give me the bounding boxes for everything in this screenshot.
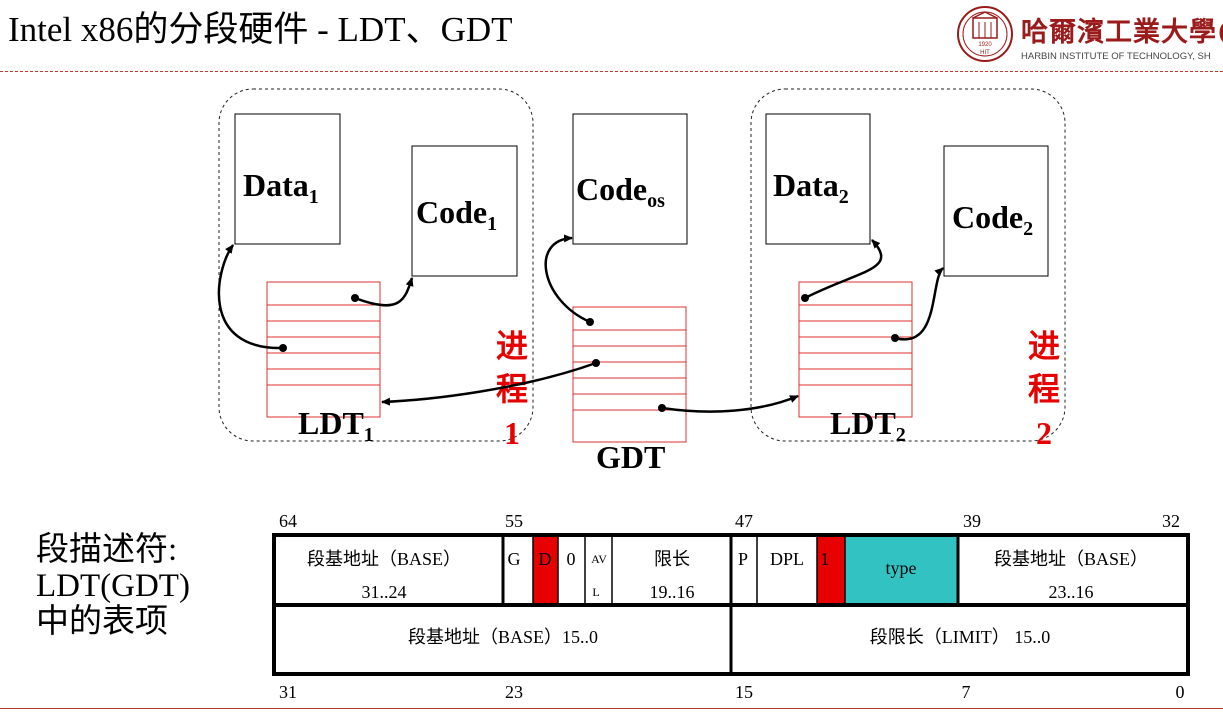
avl-line2: L bbox=[592, 585, 599, 599]
g-cell: G bbox=[508, 549, 521, 569]
base-hi-line1: 段基地址（BASE） bbox=[307, 549, 461, 569]
one-cell: 1 bbox=[821, 549, 830, 569]
type-label: type bbox=[886, 558, 917, 578]
arrow-gdt-to-ldt2 bbox=[661, 394, 799, 413]
ldt1-table bbox=[266, 281, 381, 418]
code2-segment bbox=[943, 145, 1049, 277]
svg-text:39: 39 bbox=[963, 511, 981, 531]
svg-text:1: 1 bbox=[504, 415, 520, 451]
svg-text:23: 23 bbox=[505, 682, 523, 702]
ldt2-table bbox=[798, 281, 913, 418]
svg-text:0: 0 bbox=[1176, 682, 1185, 702]
data1-segment bbox=[234, 113, 341, 245]
caption-line-2: LDT(GDT) bbox=[36, 568, 190, 604]
university-logo: 1920 HIT 哈爾濱工業大學( HARBIN INSTITUTE OF TE… bbox=[955, 4, 1223, 64]
header-divider bbox=[0, 71, 1223, 72]
arrow-gdt-to-codeos bbox=[544, 234, 591, 324]
svg-text:15: 15 bbox=[735, 682, 753, 702]
d-cell: D bbox=[539, 549, 552, 569]
zero-cell: 0 bbox=[567, 549, 576, 569]
base-hi-line2: 31..24 bbox=[362, 582, 407, 602]
data2-label: Data2 bbox=[773, 167, 849, 208]
logo-name-cn: 哈爾濱工業大學( bbox=[1021, 17, 1223, 48]
descriptor-top-bits: 64 55 47 39 32 bbox=[279, 511, 1180, 531]
svg-text:进: 进 bbox=[1028, 328, 1060, 364]
data1-label: Data1 bbox=[243, 167, 319, 208]
limit-hi-line1: 限长 bbox=[654, 549, 690, 569]
arrow-ldt1-to-data1 bbox=[217, 244, 284, 350]
logo-name-en: HARBIN INSTITUTE OF TECHNOLOGY, SH bbox=[1021, 51, 1211, 62]
code2-label: Code2 bbox=[952, 199, 1033, 240]
svg-text:2: 2 bbox=[1036, 415, 1052, 451]
svg-text:47: 47 bbox=[735, 511, 753, 531]
process1-label: 进 程 1 bbox=[496, 328, 528, 451]
limit-hi-line2: 19..16 bbox=[650, 582, 695, 602]
dpl-cell: DPL bbox=[770, 549, 804, 569]
gdt-label: GDT bbox=[596, 439, 665, 475]
page-title: Intel x86的分段硬件 - LDT、GDT bbox=[8, 10, 513, 49]
process2-label: 进 程 2 bbox=[1028, 328, 1060, 451]
svg-text:31: 31 bbox=[279, 682, 297, 702]
pointer-arrows bbox=[217, 234, 944, 413]
process1-region bbox=[218, 88, 534, 442]
d-flag-cell bbox=[533, 535, 558, 605]
svg-text:7: 7 bbox=[962, 682, 971, 702]
one-flag-cell bbox=[817, 535, 845, 605]
svg-text:55: 55 bbox=[505, 511, 523, 531]
gdt-table bbox=[572, 306, 687, 443]
pointer-origins bbox=[279, 294, 899, 412]
arrow-ldt2-to-code2 bbox=[894, 267, 944, 341]
ldt1-label: LDT1 bbox=[298, 405, 374, 446]
arrow-ldt1-to-code1 bbox=[354, 277, 414, 307]
svg-text:64: 64 bbox=[279, 511, 297, 531]
arrow-gdt-to-ldt1 bbox=[381, 361, 597, 406]
avl-line1: AV bbox=[591, 552, 607, 566]
arrow-ldt2-to-data2 bbox=[804, 239, 883, 300]
type-cell bbox=[845, 535, 958, 605]
codeos-label: Codeos bbox=[576, 171, 665, 212]
base-mid-line1: 段基地址（BASE） bbox=[994, 549, 1148, 569]
svg-text:进: 进 bbox=[496, 328, 528, 364]
descriptor-bottom-bits: 31 23 15 7 0 bbox=[279, 682, 1185, 702]
svg-text:程: 程 bbox=[1028, 371, 1060, 407]
university-seal-icon: 1920 HIT bbox=[957, 6, 1013, 62]
caption-line-1: 段描述符: bbox=[36, 532, 178, 568]
data2-segment bbox=[765, 113, 871, 245]
p-cell: P bbox=[738, 549, 748, 569]
svg-text:32: 32 bbox=[1162, 511, 1180, 531]
footer-divider bbox=[0, 708, 1223, 709]
limit-lo-cell: 段限长（LIMIT） 15..0 bbox=[870, 627, 1050, 647]
descriptor-caption: 段描述符: LDT(GDT) 中的表项 bbox=[36, 532, 190, 640]
svg-text:1920: 1920 bbox=[978, 42, 992, 48]
process2-region bbox=[750, 88, 1066, 442]
code1-label: Code1 bbox=[416, 194, 497, 235]
codeos-segment bbox=[572, 113, 688, 245]
descriptor-table: 段基地址（BASE） 31..24 G D 0 AV L 限长 19..16 P… bbox=[272, 533, 1190, 676]
svg-text:HIT: HIT bbox=[980, 50, 990, 56]
ldt2-label: LDT2 bbox=[830, 405, 906, 446]
base-mid-line2: 23..16 bbox=[1049, 582, 1094, 602]
base-lo-cell: 段基地址（BASE）15..0 bbox=[408, 627, 598, 647]
code1-segment bbox=[411, 145, 518, 277]
caption-line-3: 中的表项 bbox=[36, 604, 168, 640]
